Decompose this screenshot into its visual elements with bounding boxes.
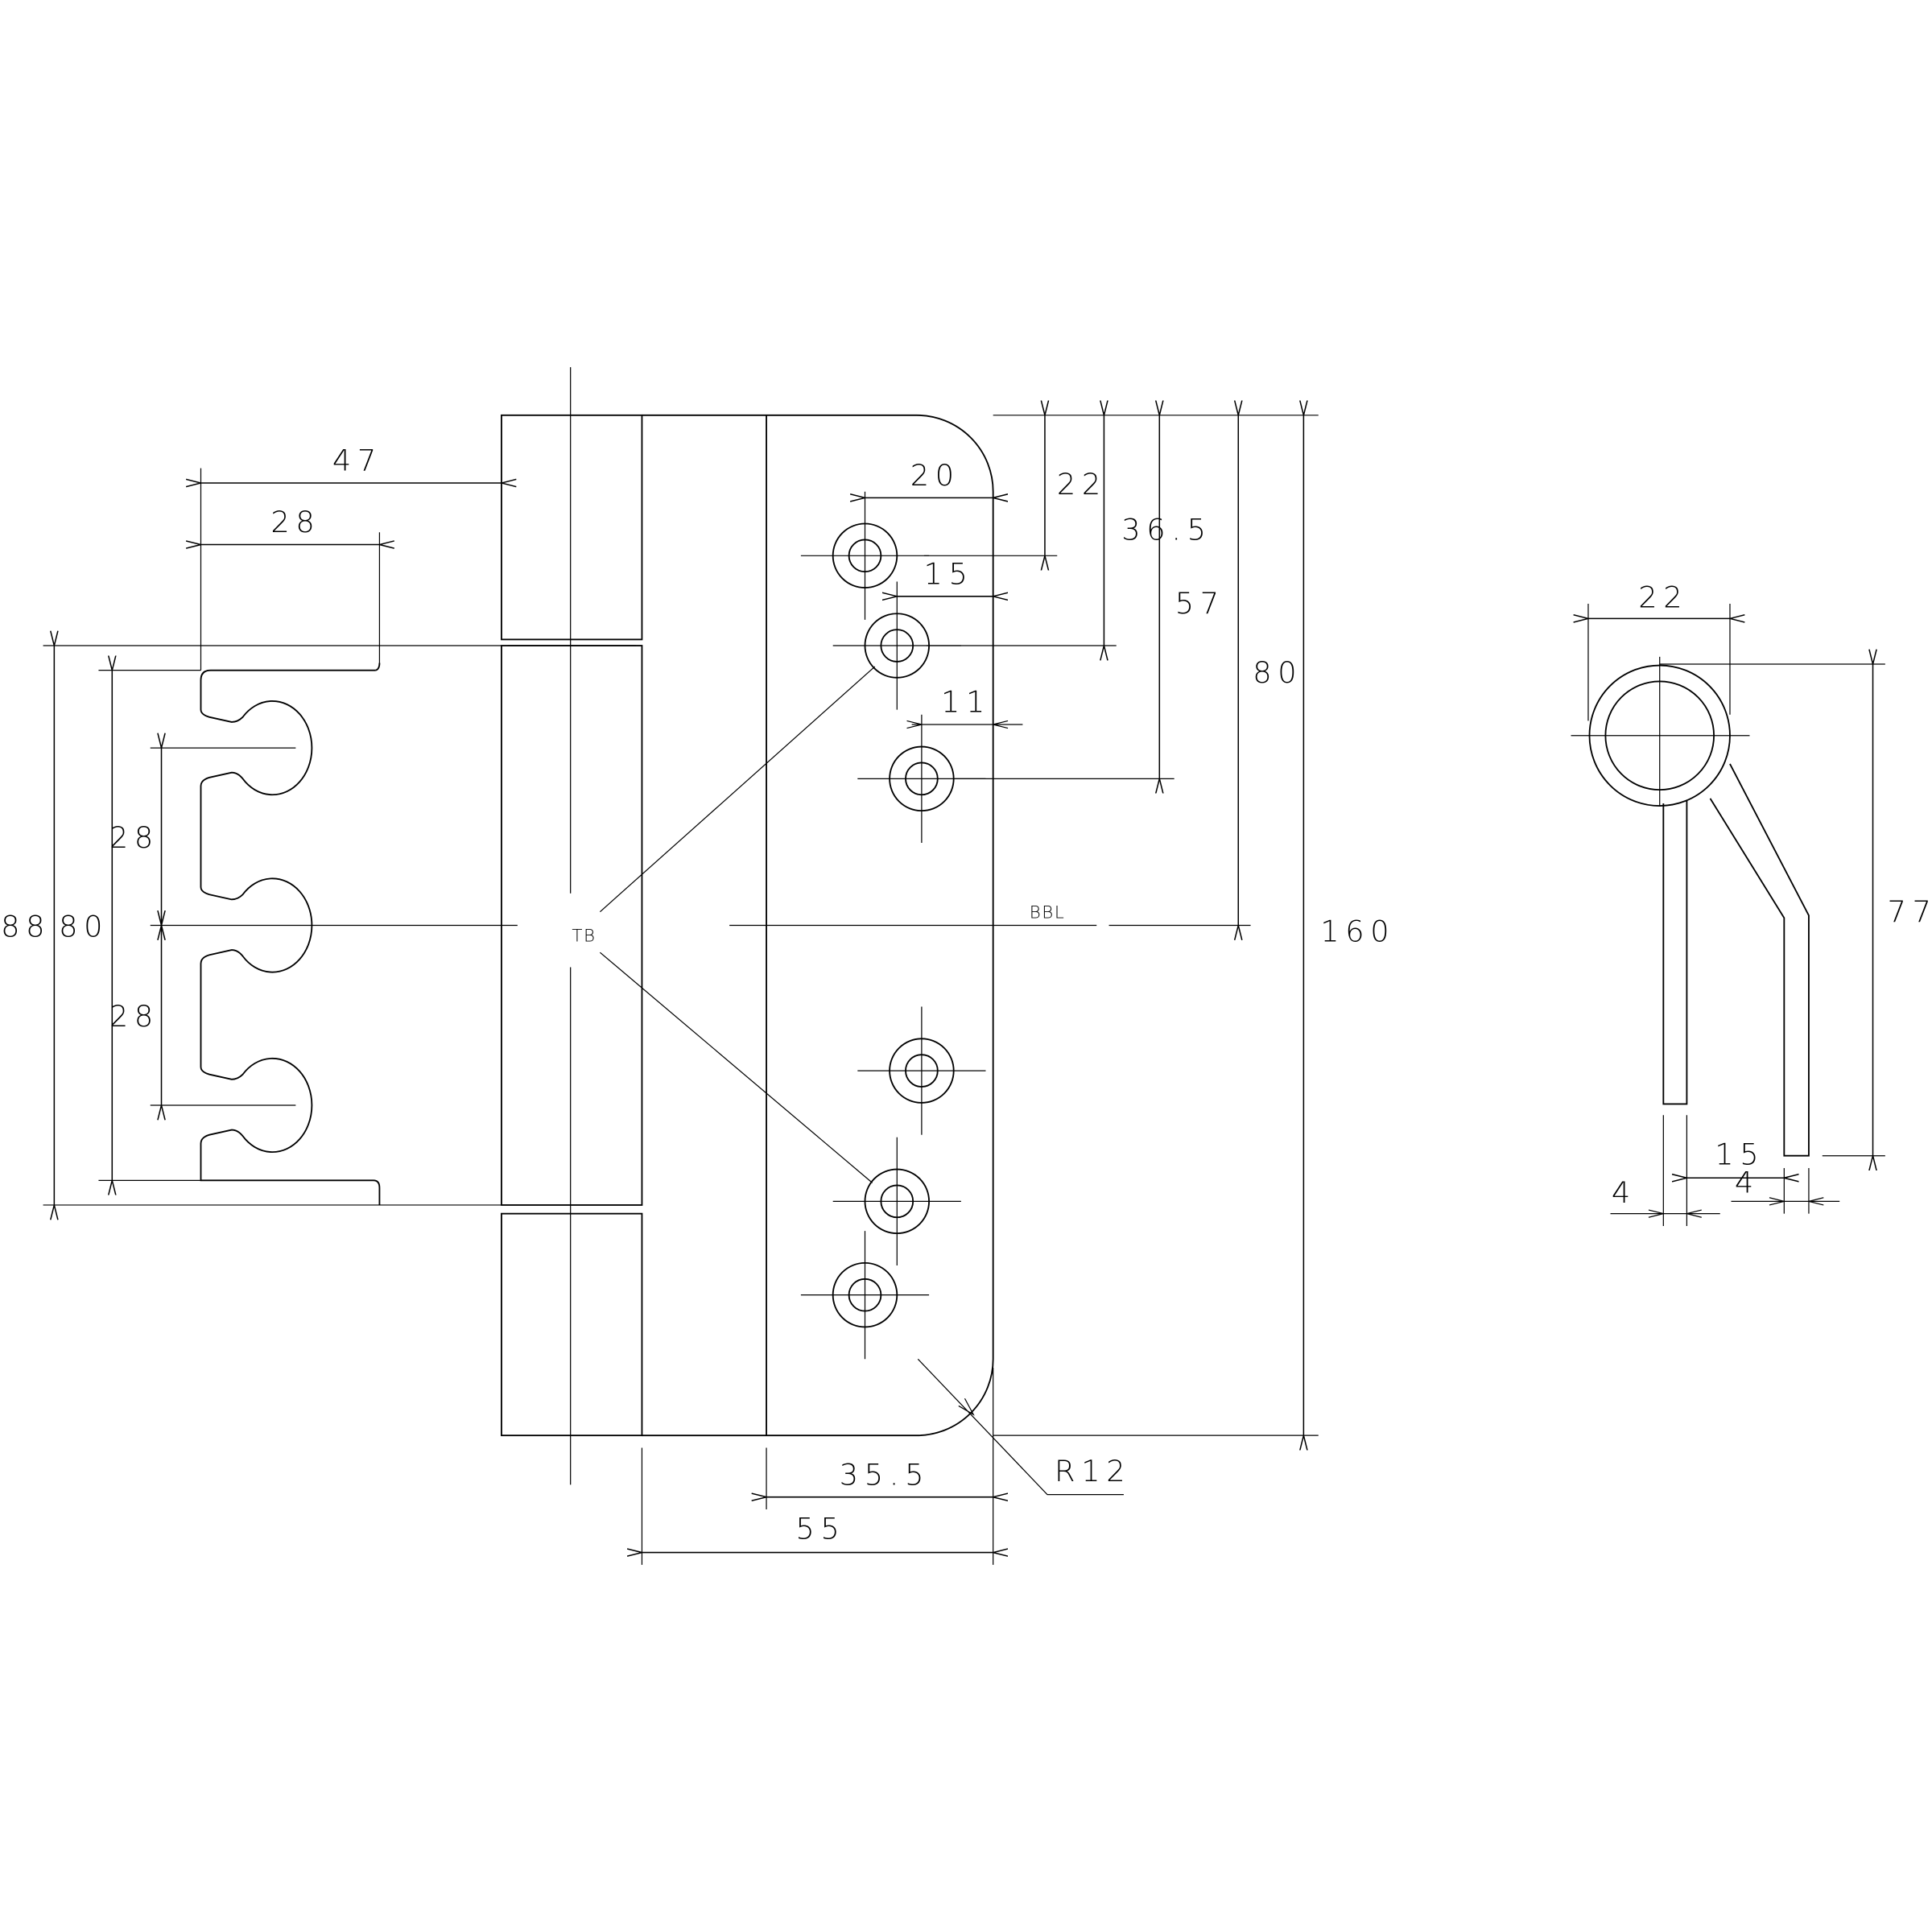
dim-35-5: 35.5 [840,1457,930,1492]
dim-28-top: 28 [270,505,320,539]
screw-holes [800,491,986,1360]
screw-hole [800,1231,930,1360]
dim-4-right: 4 [1735,1166,1760,1200]
dim-15-side: 15 [1715,1137,1765,1171]
tb-leader [600,666,876,913]
screw-hole [857,1006,986,1135]
hinge-front-view: TB BBL 47 28 88 80 28 28 20 15 11 [1,367,1395,1565]
dim-22: 22 [1057,467,1107,502]
r12-leader [917,1358,1124,1496]
dim-r12: R12 [1055,1454,1131,1488]
dim-11: 11 [941,685,991,720]
extension-lines [43,415,1319,1565]
dim-36-5: 36.5 [1121,512,1212,547]
slotted-plate [200,669,381,1205]
dim-88: 88 [1,909,51,943]
tb-label: TB [572,926,596,946]
dim-47: 47 [332,444,382,478]
dim-80-right: 80 [1253,655,1302,690]
dim-55: 55 [795,1512,845,1546]
extension-lines [1587,604,1885,1226]
spring-leg-bent [1709,763,1810,1157]
dim-28-lower: 28 [109,999,159,1034]
dim-15: 15 [924,557,974,592]
screw-hole [800,491,930,620]
hinge-knuckle [501,414,643,1437]
dim-77: 77 [1887,894,1932,929]
dim-57: 57 [1175,586,1225,621]
dim-160: 160 [1320,914,1395,948]
spring-leg-straight [1662,800,1688,1105]
screw-hole [832,1137,961,1265]
dim-4-left: 4 [1612,1175,1637,1210]
dim-22-side: 22 [1638,580,1688,615]
dim-20: 20 [910,458,960,493]
bbl-label: BBL [1030,902,1066,923]
dim-80-left: 80 [59,909,109,943]
spring-side-view: 22 77 15 4 4 [1571,580,1932,1226]
dim-28-upper: 28 [109,820,159,855]
tb-leader [600,952,873,1183]
